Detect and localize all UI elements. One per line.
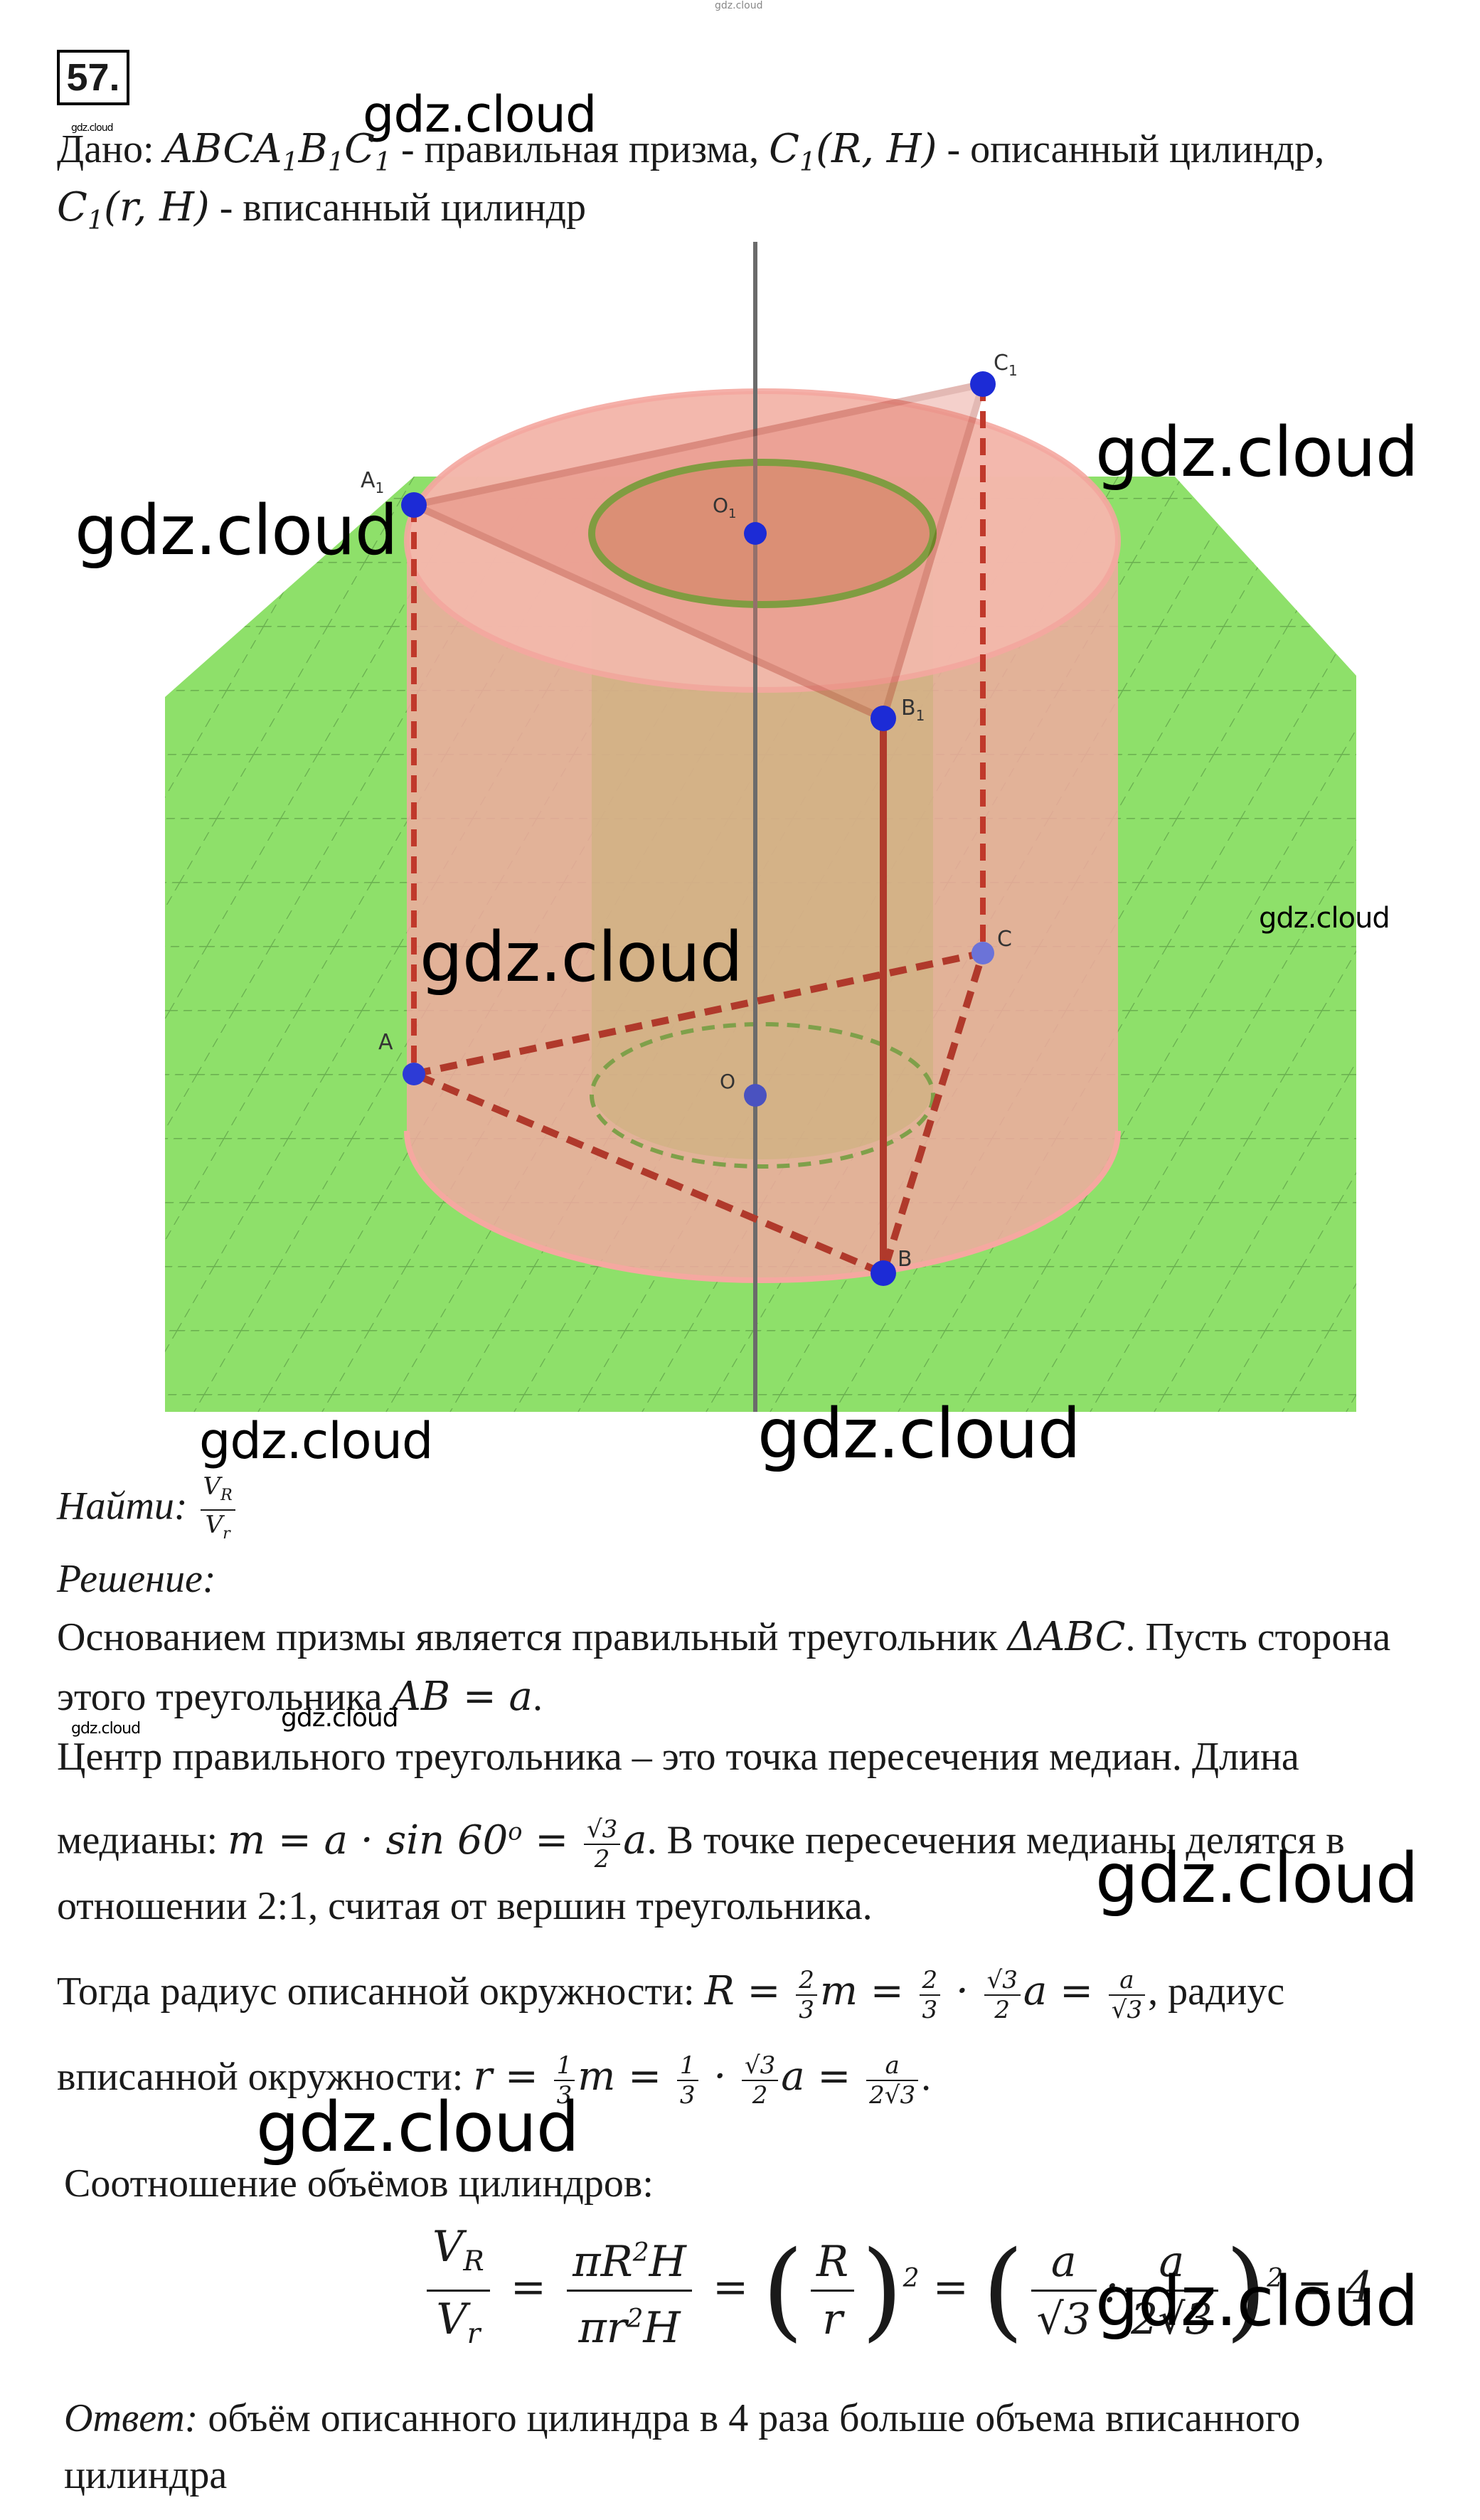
cyl2-name: C1(r, H) (57, 184, 210, 236)
solution-label: Решение: (57, 1557, 216, 1601)
given-line-2: C1(r, H) - вписанный цилиндр (57, 179, 586, 249)
watermark-small: gdz.cloud (71, 1720, 141, 1738)
watermark: gdz.cloud (420, 918, 743, 997)
solution-p6: Тогда радиус описанной окружности: R = 2… (57, 1966, 1285, 2025)
label-a1: A1 (361, 468, 384, 496)
solution-p8: Соотношение объёмов цилиндров: (64, 2162, 654, 2206)
point-a (403, 1063, 425, 1085)
find-label: Найти (57, 1484, 174, 1529)
answer-label: Ответ: (64, 2396, 198, 2440)
point-c (971, 942, 994, 964)
cylinder-figure: A1 C1 B1 O1 A C B O (165, 242, 1356, 1412)
find-line: Найти: VR Vr (57, 1472, 238, 1548)
solution-p5: отношении 2:1, считая от вершин треуголь… (57, 1884, 873, 1928)
given-line-1: Дано: ABCA1B1C1 - правильная призма, C1(… (57, 121, 1324, 191)
cyl1-text: - описанный цилиндр, (937, 127, 1325, 171)
formula-result: = 4 (1297, 2263, 1373, 2313)
label-o1: O1 (713, 494, 737, 521)
watermark: gdz.cloud (1095, 2262, 1419, 2341)
point-b1 (871, 706, 896, 731)
watermark: gdz.cloud (75, 491, 398, 570)
cyl1-name: C1(R, H) (769, 126, 937, 178)
label-a: A (378, 1030, 393, 1055)
point-a1 (401, 492, 427, 518)
problem-number: 57. (57, 50, 129, 105)
label-o: O (720, 1070, 735, 1093)
prism-name: ABCA1B1C1 (164, 126, 391, 178)
label-c: C (997, 927, 1012, 952)
point-o (744, 1084, 767, 1107)
solution-p3: Центр правильного треугольника – это точ… (57, 1735, 1299, 1779)
watermark: gdz.cloud (1095, 413, 1419, 492)
watermark-small: gdz.cloud (71, 122, 113, 134)
given-label: Дано: (57, 127, 154, 171)
top-watermark: gdz.cloud (715, 0, 763, 11)
label-c1: C1 (994, 351, 1018, 379)
watermark: gdz.cloud (281, 1703, 399, 1733)
watermark: gdz.cloud (757, 1394, 1081, 1474)
answer-line-2: цилиндра (64, 2453, 228, 2497)
inner-bottom-circle (590, 1022, 935, 1169)
top-triangle (403, 379, 989, 723)
solution-p2: этого треугольника AB = a. (57, 1674, 543, 1720)
cyl2-text: - вписанный цилиндр (209, 186, 587, 230)
watermark: gdz.cloud (256, 2088, 580, 2167)
point-o1 (744, 522, 767, 545)
label-b1: B1 (901, 696, 925, 724)
answer-line-1: Ответ: объём описанного цилиндра в 4 раз… (64, 2396, 1301, 2440)
watermark: gdz.cloud (363, 85, 597, 144)
point-b (871, 1260, 896, 1286)
watermark: gdz.cloud (199, 1412, 433, 1470)
inner-cylinder (592, 541, 933, 1159)
point-c1 (970, 371, 996, 397)
label-b: B (898, 1247, 912, 1272)
bottom-triangle (402, 948, 989, 1278)
outer-bottom-ellipse (404, 1130, 1121, 1283)
find-fraction: VR Vr (200, 1472, 235, 1548)
prism-text: - правильная призма, (391, 127, 770, 171)
watermark: gdz.cloud (1095, 1839, 1419, 1918)
solution-p1: Основанием призмы является правильный тр… (57, 1614, 1391, 1660)
watermark: gdz.cloud (1259, 902, 1390, 935)
